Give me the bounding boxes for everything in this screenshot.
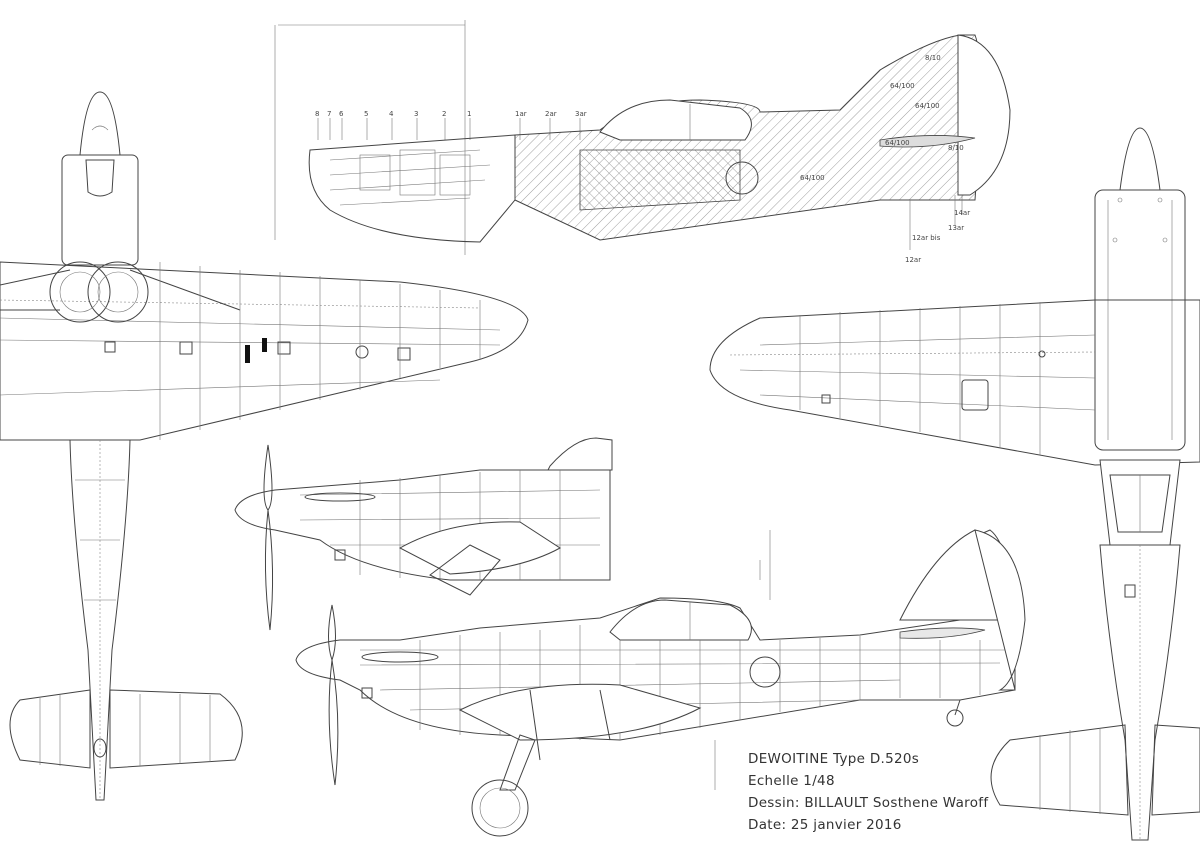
- skin-label: 64/100: [915, 102, 940, 110]
- drawing-scale: Echelle 1/48: [748, 773, 835, 789]
- skin-label: 64/100: [885, 139, 910, 147]
- frame-label: 7: [327, 110, 331, 118]
- frame-label: 5: [364, 110, 368, 118]
- drawing-date: Date: 25 janvier 2016: [748, 817, 902, 833]
- frame-label: 14ar: [954, 209, 970, 217]
- frame-label: 4: [389, 110, 394, 118]
- frame-label: 3ar: [575, 110, 587, 118]
- side-view: [295, 529, 1026, 837]
- plan-view: [709, 127, 1200, 841]
- frame-labels: 8 7 6 5 4 3 2 1 1ar 2ar 3ar 12ar 12ar bi…: [315, 54, 970, 264]
- drawing-author: Dessin: BILLAULT Sosthene Waroff: [748, 795, 989, 811]
- frame-label: 1: [467, 110, 471, 118]
- frame-label: 8: [315, 110, 319, 118]
- frame-label: 2ar: [545, 110, 557, 118]
- skin-label: 64/100: [890, 82, 915, 90]
- frame-label: 2: [442, 110, 446, 118]
- drawing-title: DEWOITINE Type D.520s: [748, 751, 920, 767]
- underside-view: [0, 91, 529, 801]
- frame-label: 3: [414, 110, 418, 118]
- partial-side-view: [234, 437, 613, 631]
- frame-label: 6: [339, 110, 344, 118]
- title-block: DEWOITINE Type D.520s Echelle 1/48 Dessi…: [748, 748, 1068, 836]
- section-profile: [274, 20, 1011, 255]
- skin-label: 64/100: [800, 174, 825, 182]
- frame-label: 12ar: [905, 256, 921, 264]
- skin-label: 8/10: [925, 54, 941, 62]
- reference-lines: [714, 530, 771, 790]
- frame-label: 12ar bis: [912, 234, 941, 242]
- frame-label: 13ar: [948, 224, 964, 232]
- skin-label: 8/10: [948, 144, 964, 152]
- frame-label: 1ar: [515, 110, 527, 118]
